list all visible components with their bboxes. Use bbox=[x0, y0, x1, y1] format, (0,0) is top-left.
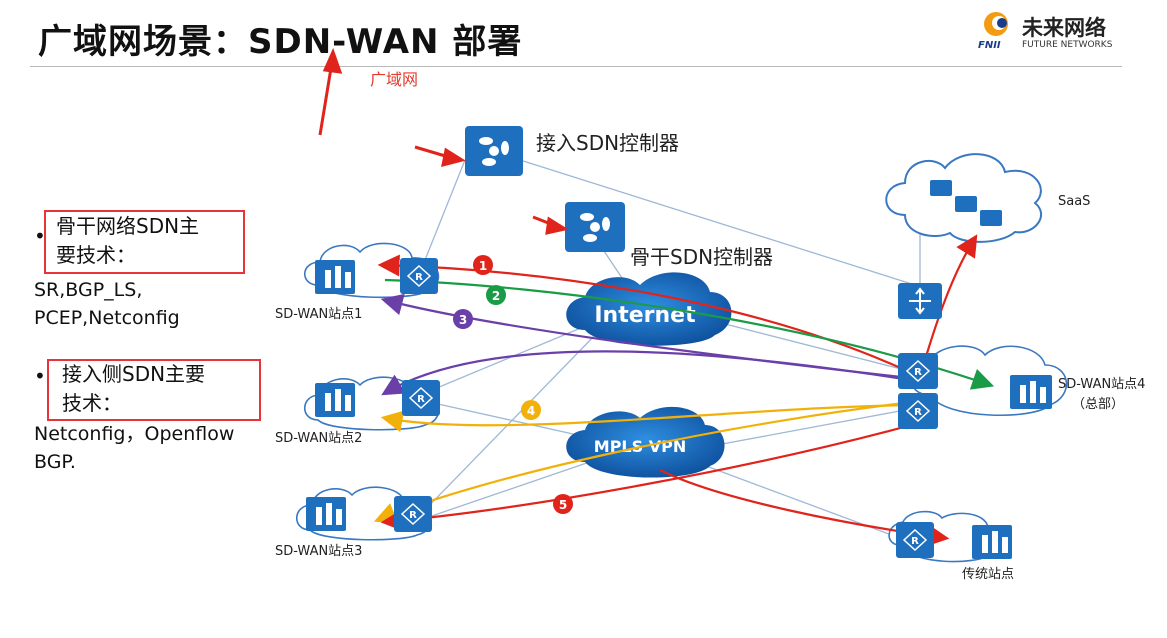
access-tech-line1: Netconfig，Openflow bbox=[34, 423, 235, 445]
router-glyph: R bbox=[914, 367, 922, 378]
backbone-heading-line1: 骨干网络SDN主 bbox=[56, 214, 200, 238]
logo-abbr: FNII bbox=[978, 40, 1001, 51]
saas-label: SaaS bbox=[1058, 194, 1090, 209]
title-divider bbox=[30, 66, 1122, 67]
backbone-heading-line2: 要技术： bbox=[56, 243, 136, 267]
backbone-highlight-box bbox=[44, 210, 245, 274]
router-glyph: R bbox=[409, 510, 417, 521]
path-badge-5: 5 bbox=[559, 498, 567, 512]
path-badge-4: 4 bbox=[527, 404, 535, 418]
site4-label: SD-WAN站点4 bbox=[1058, 377, 1145, 392]
mpls-cloud: MPLS VPN bbox=[566, 406, 725, 478]
logo-swirl-icon bbox=[984, 12, 1008, 36]
backbone-controller-label: 骨干SDN控制器 bbox=[630, 245, 773, 269]
access-heading: 接入侧SDN主要 技术： bbox=[62, 360, 205, 418]
backbone-heading: 骨干网络SDN主 要技术： bbox=[56, 212, 199, 270]
access-highlight-box bbox=[47, 359, 261, 421]
backbone-controller-icon bbox=[565, 202, 625, 252]
path-badge-2: 2 bbox=[492, 289, 500, 303]
access-heading-line2: 技术： bbox=[62, 391, 122, 415]
site1-label: SD-WAN站点1 bbox=[275, 307, 362, 322]
access-tech-line2: BGP. bbox=[34, 451, 76, 473]
building-windows bbox=[316, 266, 1046, 553]
company-logo: 未来网络 FNII FUTURE NETWORKS bbox=[978, 10, 1138, 56]
path-badge-3: 3 bbox=[459, 313, 467, 327]
site2-label: SD-WAN站点2 bbox=[275, 431, 362, 446]
logo-name-en: FUTURE NETWORKS bbox=[1022, 40, 1113, 50]
bullet-dot: • bbox=[34, 364, 46, 388]
bullet-dot: • bbox=[34, 224, 46, 248]
site-labels: SD-WAN站点1 SD-WAN站点2 SD-WAN站点3 SD-WAN站点4 … bbox=[275, 194, 1145, 582]
saas-cloud bbox=[885, 153, 1042, 243]
site4-sublabel: （总部） bbox=[1072, 397, 1124, 412]
backbone-tech-line2: PCEP,Netconfig bbox=[34, 307, 180, 329]
logo-name-cn: 未来网络 bbox=[1022, 16, 1106, 40]
access-controller-icon bbox=[465, 126, 523, 176]
router-labels: R R R R R R bbox=[409, 272, 922, 547]
internet-cloud: Internet bbox=[566, 272, 732, 346]
path-badges: 1 2 3 4 5 bbox=[453, 255, 573, 514]
wan-annotation: 广域网 bbox=[370, 70, 419, 89]
access-tech: Netconfig，Openflow BGP. bbox=[34, 420, 234, 476]
backbone-tech: SR,BGP_LS, PCEP,Netconfig bbox=[34, 276, 180, 332]
router-glyph: R bbox=[914, 407, 922, 418]
router-glyph: R bbox=[911, 536, 919, 547]
backbone-tech-line1: SR,BGP_LS, bbox=[34, 279, 143, 301]
switch-arrows-icon bbox=[909, 287, 931, 315]
path-badge-1: 1 bbox=[479, 259, 487, 273]
access-heading-line1: 接入侧SDN主要 bbox=[62, 362, 206, 386]
router-glyph: R bbox=[417, 394, 425, 405]
site3-label: SD-WAN站点3 bbox=[275, 544, 362, 559]
router-diamonds bbox=[400, 264, 931, 552]
page-title: 广域网场景：SDN-WAN 部署 bbox=[38, 22, 523, 62]
pointer-arrows bbox=[318, 47, 569, 235]
router-glyph: R bbox=[415, 272, 423, 283]
access-controller-label: 接入SDN控制器 bbox=[536, 131, 679, 155]
legacy-site-label: 传统站点 bbox=[962, 567, 1014, 582]
internet-label: Internet bbox=[594, 303, 696, 328]
control-links bbox=[419, 159, 921, 541]
